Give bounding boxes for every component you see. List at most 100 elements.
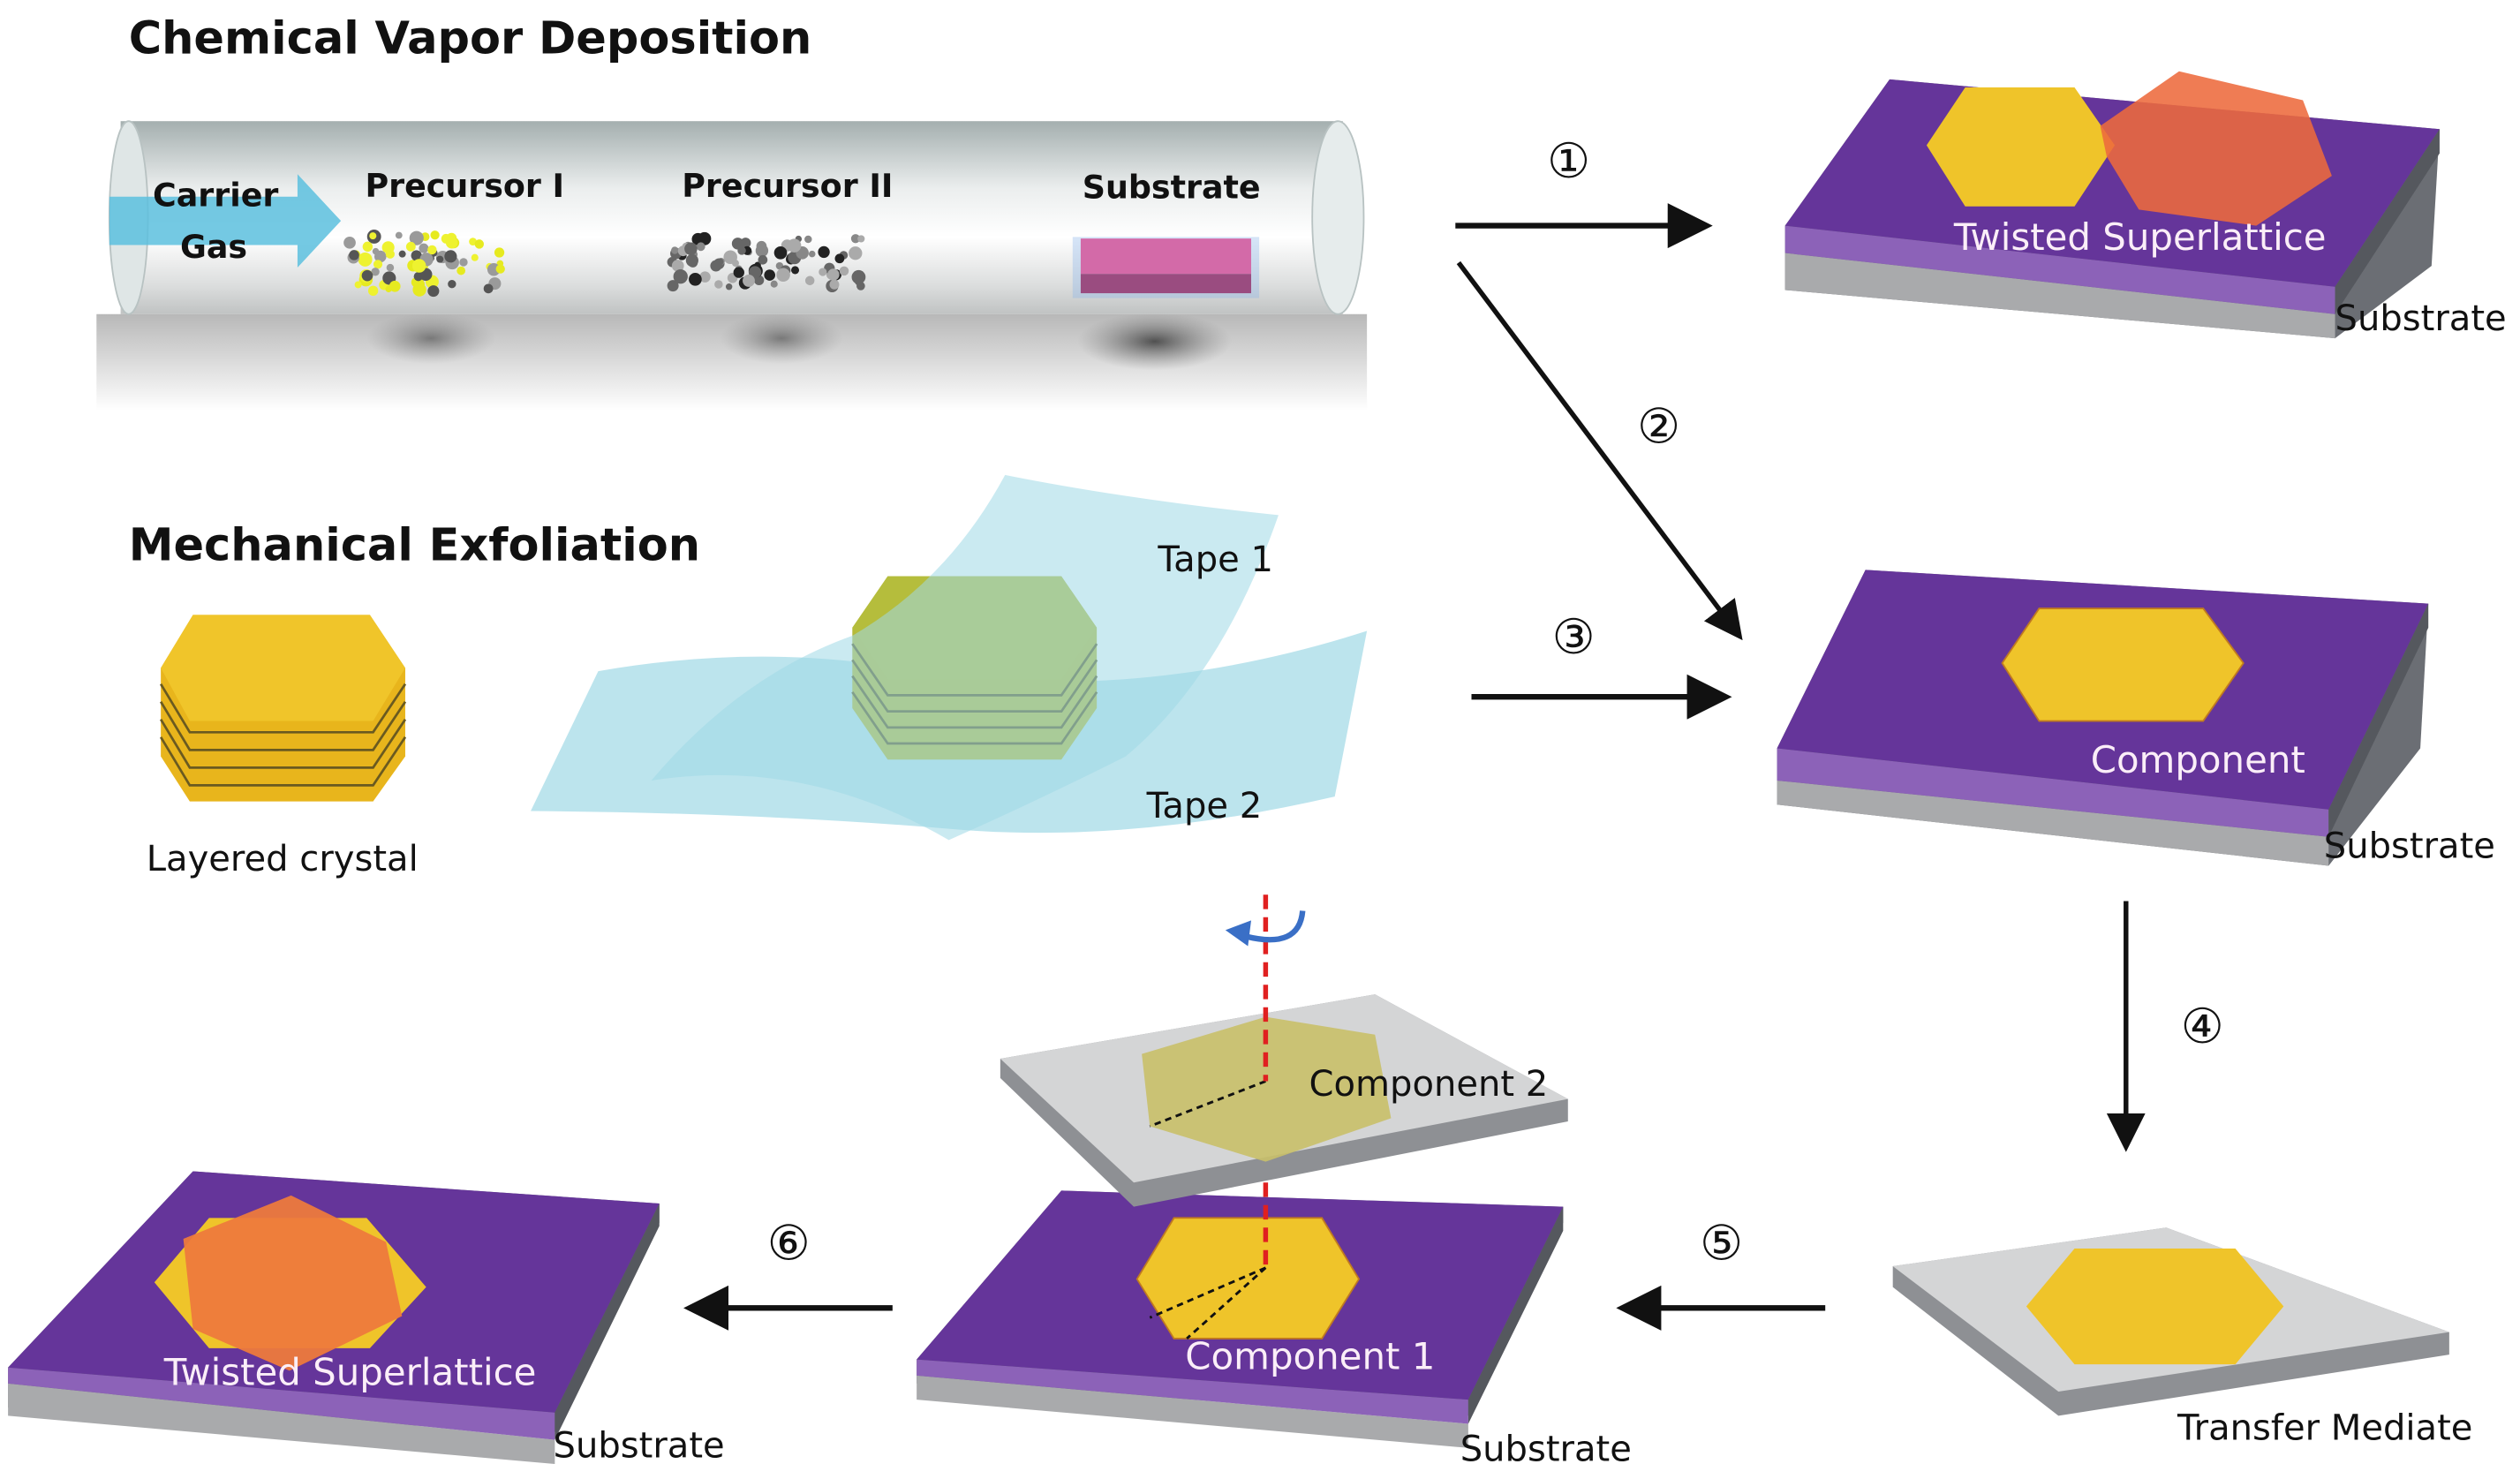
particle — [850, 234, 861, 244]
hexagon-orange — [2100, 71, 2332, 226]
particle — [358, 252, 373, 267]
particle — [743, 274, 755, 287]
particle — [361, 269, 373, 282]
particle — [689, 273, 702, 286]
hexagon-component — [2001, 607, 2245, 722]
step-2-label: ② — [1637, 397, 1680, 454]
step-3-label: ③ — [1552, 608, 1596, 665]
particle — [373, 260, 383, 269]
particle — [808, 250, 816, 258]
particle — [856, 282, 865, 291]
tape-2-label: Tape 2 — [1146, 786, 1263, 826]
particle — [495, 264, 505, 274]
precursor-1-label: Precursor I — [365, 167, 564, 205]
particle — [456, 266, 466, 275]
result-twisted-superlattice-final — [8, 1171, 660, 1465]
particle — [386, 263, 395, 272]
particle — [398, 250, 406, 258]
result-2-overlay-label: Component — [2091, 738, 2305, 781]
cvd-substrate-label: Substrate — [1083, 169, 1261, 207]
particle — [448, 280, 456, 289]
precursor-2-particles — [667, 231, 866, 293]
particle — [829, 279, 840, 290]
particle — [764, 269, 775, 281]
particle — [405, 241, 416, 252]
particle — [819, 268, 827, 276]
hexagon-component-2 — [1142, 1016, 1392, 1162]
particle — [691, 232, 705, 245]
particle — [725, 283, 733, 291]
transfer-mediate-label: Transfer Mediate — [2177, 1408, 2472, 1449]
tape-1-label: Tape 1 — [1157, 540, 1273, 580]
particle — [685, 253, 698, 268]
step-4-label: ④ — [2181, 998, 2224, 1054]
particle — [790, 266, 800, 275]
particle — [395, 231, 403, 239]
exfoliation-title: Mechanical Exfoliation — [129, 519, 700, 571]
hexagon-component-1 — [1136, 1217, 1361, 1339]
particle — [667, 280, 679, 292]
result-2-side-label: Substrate — [2324, 826, 2495, 866]
particle — [371, 268, 380, 276]
result-final-overlay-label: Twisted Superlattice — [163, 1351, 537, 1394]
step-1-label: ① — [1547, 132, 1590, 189]
particle — [412, 283, 426, 297]
particle — [459, 258, 468, 267]
component-2-plate — [1000, 994, 1568, 1207]
result-final-side-label: Substrate — [554, 1426, 725, 1467]
shadow-blob-2 — [720, 312, 843, 365]
tapes — [531, 474, 1368, 841]
particle — [755, 244, 769, 258]
particle — [699, 271, 711, 283]
particle — [419, 243, 429, 253]
particle — [770, 280, 778, 288]
carrier-gas-label-1: Carrier — [153, 177, 278, 215]
carrier-gas-arrow — [109, 174, 342, 268]
hexagon-transfer — [2026, 1248, 2284, 1365]
particle — [389, 280, 401, 292]
component-1-label: Component 1 — [1185, 1335, 1435, 1378]
stack-side-label: Substrate — [1460, 1429, 1632, 1469]
result-1-side-label: Substrate — [2335, 298, 2507, 339]
particle — [343, 236, 356, 249]
shadow-blob-1 — [366, 312, 495, 365]
component-2-label: Component 2 — [1309, 1064, 1549, 1105]
precursor-1-particles — [343, 230, 505, 298]
particle — [411, 250, 422, 261]
cvd-substrate-block — [1072, 237, 1260, 298]
arrow-step-2 — [1456, 260, 1743, 641]
particle — [787, 238, 802, 253]
stack-substrate — [917, 1190, 1564, 1448]
layered-crystal — [159, 615, 407, 802]
particle — [834, 253, 845, 264]
particle — [427, 245, 437, 255]
particle — [474, 239, 485, 249]
particle — [671, 246, 679, 254]
particle — [444, 250, 457, 263]
particle — [849, 246, 863, 260]
hexagon-yellow — [1926, 87, 2116, 207]
particle — [731, 260, 739, 268]
shadow-blob-3 — [1077, 312, 1233, 371]
particle — [369, 232, 377, 240]
particle — [354, 281, 362, 289]
particle — [362, 241, 373, 253]
particle — [367, 285, 379, 296]
cvd-title: Chemical Vapor Deposition — [129, 13, 812, 65]
particle — [385, 249, 395, 259]
particle — [714, 280, 723, 289]
result-twisted-superlattice-cvd — [1784, 71, 2440, 339]
precursor-2-label: Precursor II — [682, 167, 893, 205]
particle — [445, 237, 458, 249]
layered-crystal-label: Layered crystal — [147, 839, 419, 879]
hexagon-final-orange — [183, 1195, 403, 1371]
result-component — [1777, 570, 2429, 866]
particle — [827, 268, 840, 281]
particle — [773, 245, 788, 260]
particle — [349, 250, 359, 260]
particle — [776, 268, 790, 283]
tape-1 — [651, 474, 1279, 841]
step-5-label: ⑤ — [1700, 1215, 1743, 1271]
particle — [411, 259, 426, 273]
